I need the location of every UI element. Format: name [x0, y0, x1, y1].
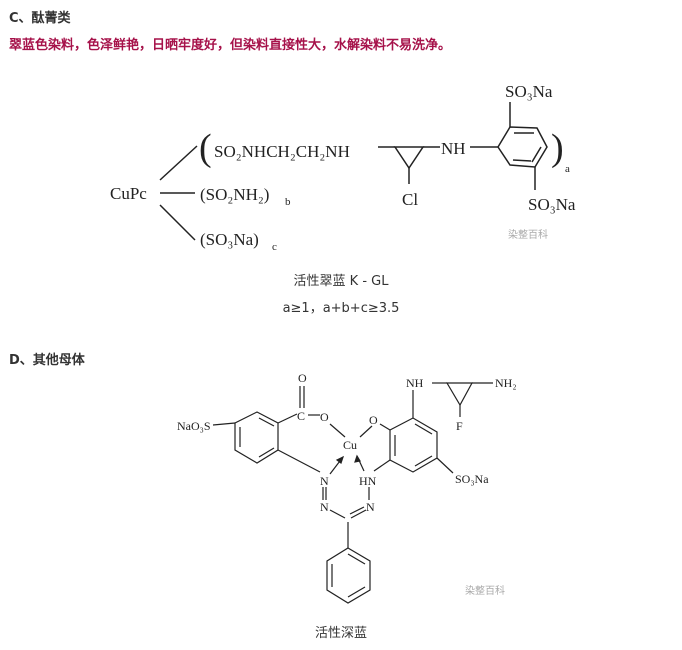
phenol-o-label: O	[369, 413, 378, 427]
structure-kgl	[159, 102, 548, 241]
section-c-description: 翠蓝色染料，色泽鲜艳，日晒牢度好，但染料直接性大，水解染料不易洗净。	[9, 38, 452, 53]
fluorine-label: F	[456, 419, 463, 433]
structure-deep-blue	[212, 382, 493, 604]
watermark-2: 染整百科	[465, 584, 505, 597]
cu-label: Cu	[343, 438, 357, 452]
nh-label: NH	[441, 139, 466, 158]
caption-deep-blue: 活性深蓝	[314, 626, 367, 641]
condition-kgl: a≥1，a+b+c≥3.5	[282, 301, 400, 316]
chain-label: SO₂NHCH₂CH₂NH	[214, 142, 350, 161]
subscript-a: a	[565, 163, 570, 175]
so3na-bottom-label: SO₃Na	[528, 195, 576, 214]
section-c-heading: C、酞菁类	[9, 11, 71, 26]
so3na-group-label: (SO₃Na)	[200, 230, 259, 249]
subscript-c: c	[272, 241, 277, 253]
section-d-heading: D、其他母体	[9, 353, 85, 368]
so3na-top-label: SO₃Na	[505, 82, 553, 101]
nh-label-2: NH	[406, 376, 424, 390]
nh2-label: NH₂	[495, 376, 517, 390]
cupc-label: CuPc	[110, 184, 147, 203]
so2nh2-label: (SO₂NH₂)	[200, 185, 269, 204]
n-label-right: N	[366, 500, 375, 514]
caption-kgl: 活性翠蓝 K - GL	[293, 274, 389, 289]
carbonyl-o-label: O	[298, 371, 307, 385]
close-paren: )	[551, 127, 564, 169]
watermark-1: 染整百科	[508, 228, 548, 241]
hn-label: HN	[359, 474, 377, 488]
n-label-left: N	[320, 500, 329, 514]
so3na-label: SO₃Na	[455, 472, 489, 486]
subscript-b: b	[285, 196, 291, 208]
nao3s-label: NaO₃S	[177, 419, 211, 433]
open-paren: (	[199, 127, 212, 169]
azo-n-label: N	[320, 474, 329, 488]
carbon-label: C	[297, 409, 305, 423]
ester-o-label: O	[320, 410, 329, 424]
cl-label: Cl	[402, 190, 418, 209]
